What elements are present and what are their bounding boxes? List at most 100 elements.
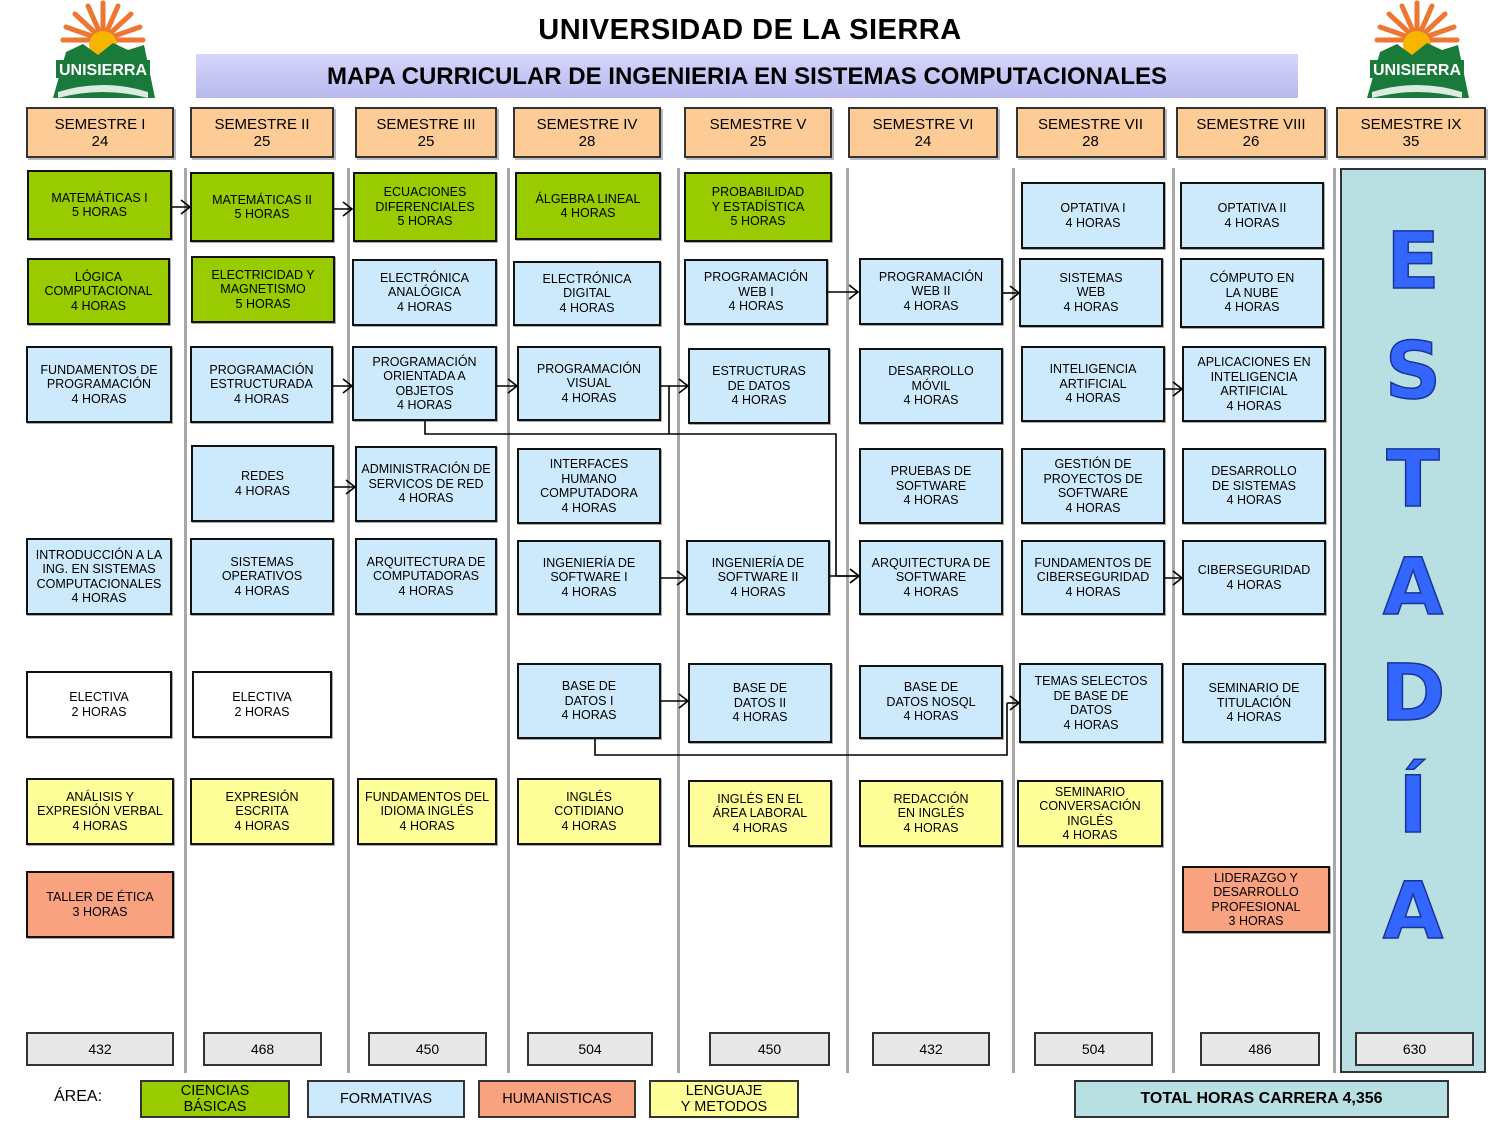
- course-name: ADMINISTRACIÓN DE: [361, 462, 491, 477]
- semester-separator: [1172, 168, 1175, 1073]
- course-name: INTELIGENCIA: [1210, 369, 1298, 384]
- course-name: ARTIFICIAL: [1220, 384, 1288, 398]
- total-value: 450: [415, 1041, 440, 1057]
- unisierra-logo-icon: UNISIERRA: [1367, 0, 1469, 98]
- course-name: PROFESIONAL: [1211, 899, 1301, 914]
- course-name: PROBABILIDAD: [711, 185, 805, 200]
- course-name: EN INGLÉS: [897, 806, 965, 821]
- legend-text: FORMATIVAS: [339, 1091, 433, 1107]
- estadia-letter: A: [1382, 543, 1444, 633]
- estadia-letter: E: [1386, 217, 1441, 307]
- course-hours: 4 HORAS: [399, 818, 455, 833]
- course-name: MAGNETISMO: [220, 282, 306, 297]
- course-hours: 4 HORAS: [903, 298, 959, 313]
- course-hours: 5 HORAS: [234, 207, 290, 221]
- course-hours: 4 HORAS: [71, 591, 127, 605]
- course-name: Y ESTADÍSTICA: [711, 199, 805, 214]
- course-name: DATOS I: [564, 693, 614, 708]
- course-name: DESARROLLO: [1211, 464, 1297, 479]
- course-name: FUNDAMENTOS DEL: [364, 789, 490, 804]
- semester-total-hours: 450: [368, 1032, 487, 1066]
- semester-separator: [677, 168, 680, 1073]
- course-name: FUNDAMENTOS DE: [1034, 555, 1152, 570]
- total-value: 504: [1081, 1041, 1106, 1057]
- total-value: 630: [1402, 1041, 1427, 1057]
- course-hours: 4 HORAS: [903, 820, 959, 835]
- course-name: PROGRAMACIÓN: [703, 270, 809, 285]
- semester-credits: 35: [1402, 133, 1420, 150]
- course-name: ELECTRÓNICA: [542, 271, 632, 286]
- total-value: 432: [919, 1041, 943, 1057]
- course-hours: 5 HORAS: [397, 214, 453, 229]
- course-name: EXPRESIÓN VERBAL: [37, 804, 163, 819]
- course-name: LA NUBE: [1225, 285, 1279, 300]
- course-name: SOFTWARE I: [550, 570, 628, 585]
- course-hours: 4 HORAS: [234, 391, 289, 406]
- connector-line: [424, 421, 669, 435]
- legend-text: LENGUAJE: [685, 1083, 763, 1099]
- course-name: DESARROLLO: [1213, 885, 1299, 899]
- course-name: REDACCIÓN: [893, 791, 969, 806]
- estadia-letter: S: [1384, 327, 1442, 417]
- course-name: LIDERAZGO Y: [1214, 870, 1298, 885]
- course-hours: 4 HORAS: [234, 583, 290, 598]
- course-hours: 4 HORAS: [903, 493, 959, 508]
- arrow-head-icon: [849, 568, 861, 584]
